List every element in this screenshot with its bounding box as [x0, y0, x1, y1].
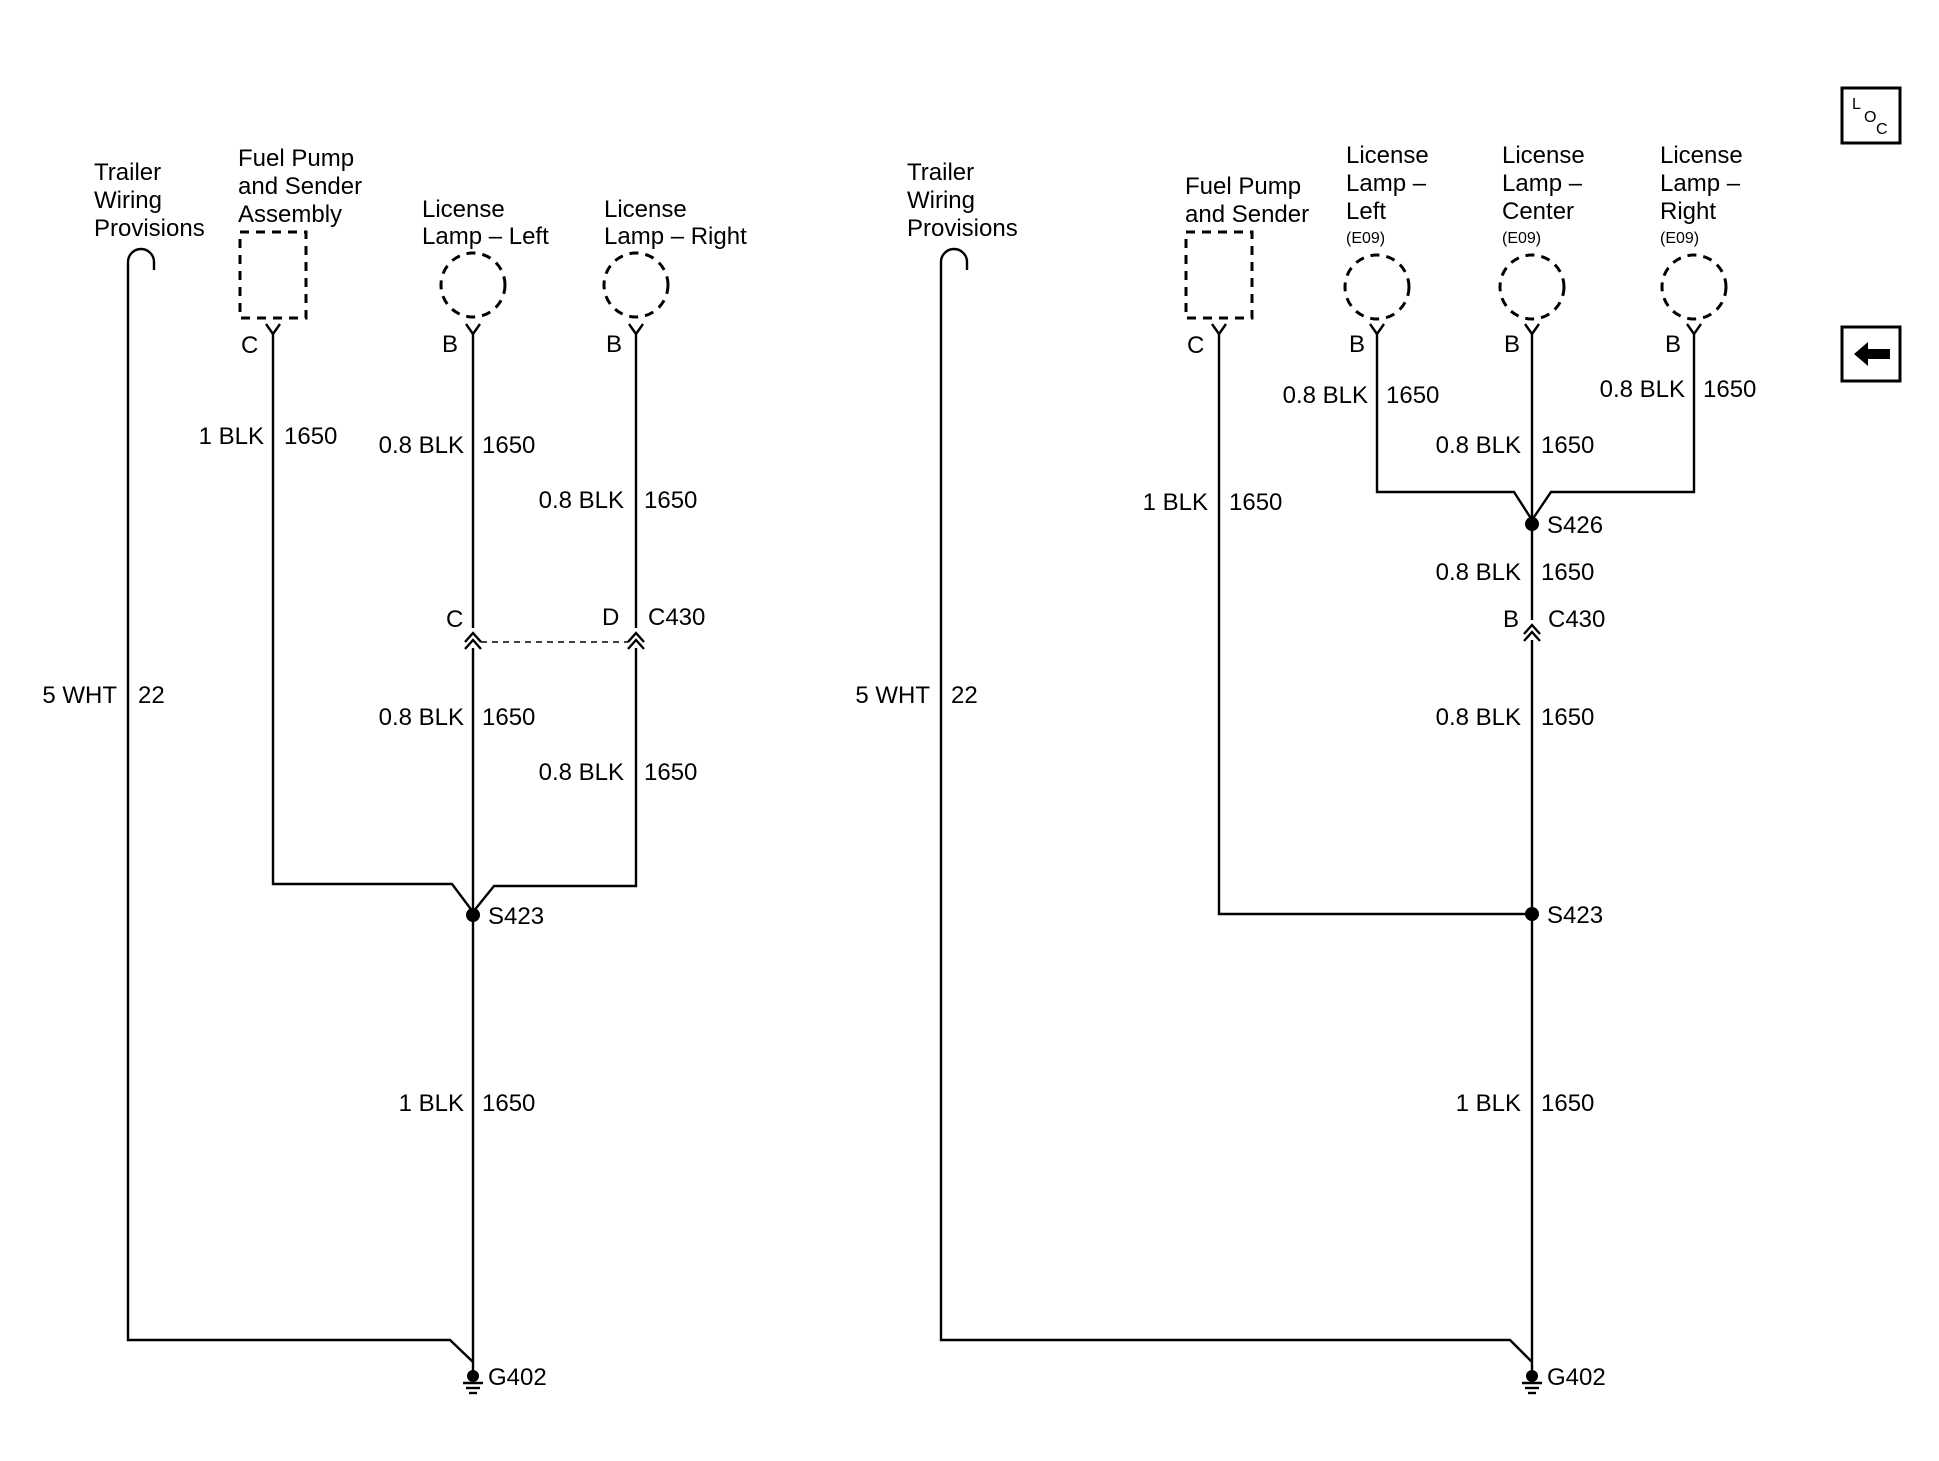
right-fuel-wire-color: 1 BLK	[1143, 489, 1208, 516]
right-lamp-right-terminal	[1686, 323, 1702, 337]
right-c430-s423-wire-color: 0.8 BLK	[1436, 704, 1521, 731]
left-trailer-label: Trailer Wiring Provisions	[94, 159, 205, 242]
left-lamp-left-pin: B	[442, 331, 458, 358]
right-fuel-wire-circuit: 1650	[1229, 489, 1282, 516]
right-lamp-right-wire-color: 0.8 BLK	[1600, 376, 1685, 403]
right-trailer-wire-circuit: 22	[951, 682, 978, 709]
right-license-lamp-center-label: License Lamp – Center	[1502, 142, 1591, 225]
left-ground-wire-circuit: 1650	[482, 1090, 535, 1117]
right-s426-c430-wire-circuit: 1650	[1541, 559, 1594, 586]
right-license-lamp-right-symbol	[1660, 253, 1728, 321]
right-s426-splice	[1525, 517, 1539, 531]
left-fuel-wire-color: 1 BLK	[199, 423, 264, 450]
right-fuel-wire	[1217, 334, 1532, 916]
left-trailer-wire-circuit: 22	[138, 682, 165, 709]
right-license-lamp-center-option: (E09)	[1502, 230, 1541, 247]
left-fuel-pump-box	[238, 230, 308, 320]
loc-letter-o: O	[1864, 109, 1876, 126]
loc-letter-c: C	[1876, 121, 1888, 138]
right-lamp-center-pin: B	[1504, 331, 1520, 358]
right-lamp-right-wire	[1531, 334, 1696, 521]
right-lamp-right-wire-circuit: 1650	[1703, 376, 1756, 403]
right-c430-s423-wire-circuit: 1650	[1541, 704, 1594, 731]
right-schematic: Trailer Wiring Provisions Fuel Pump and …	[855, 142, 1756, 1395]
left-fuel-pin: C	[241, 332, 258, 359]
left-license-lamp-right-symbol	[602, 251, 670, 319]
right-fuel-pump-box	[1184, 230, 1254, 320]
right-s423-splice	[1525, 907, 1539, 921]
right-license-lamp-right-label: License Lamp – Right	[1660, 142, 1749, 225]
right-trailer-label: Trailer Wiring Provisions	[907, 159, 1018, 242]
left-lamp-left-terminal	[465, 323, 481, 337]
left-lamp-right-terminal	[628, 323, 644, 337]
right-lamp-left-wire-circuit: 1650	[1386, 382, 1439, 409]
right-trailer-wire	[939, 272, 1533, 1363]
right-fuel-pin: C	[1187, 332, 1204, 359]
right-lamp-left-wire	[1375, 334, 1534, 521]
left-lamp-right-upper-circuit: 1650	[644, 487, 697, 514]
left-fuel-wire-circuit: 1650	[284, 423, 337, 450]
right-license-lamp-right-option: (E09)	[1660, 230, 1699, 247]
right-lamp-center-terminal	[1524, 323, 1540, 337]
loc-letter-l: L	[1852, 96, 1861, 113]
right-lamp-center-wire-color: 0.8 BLK	[1436, 432, 1521, 459]
right-license-lamp-center-symbol	[1498, 253, 1566, 321]
left-lamp-right-wire-lower	[472, 648, 638, 913]
right-ground-symbol	[1522, 1370, 1542, 1395]
loc-button[interactable]: L O C	[1840, 86, 1902, 145]
left-ground-wire-color: 1 BLK	[399, 1090, 464, 1117]
left-c430-pin-c: C	[446, 606, 463, 633]
left-c430-terminal-d	[627, 631, 645, 650]
left-lamp-right-pin: B	[606, 331, 622, 358]
left-c430-pin-d: D	[602, 604, 619, 631]
left-lamp-left-lower-circuit: 1650	[482, 704, 535, 731]
left-fuel-pump-label: Fuel Pump and Sender Assembly	[238, 145, 369, 228]
right-trailer-wire-color: 5 WHT	[855, 682, 930, 709]
right-c430-label: C430	[1548, 606, 1605, 633]
left-license-lamp-right-label: License Lamp – Right	[604, 196, 747, 250]
right-lamp-center-wire-circuit: 1650	[1541, 432, 1594, 459]
right-lamp-left-wire-color: 0.8 BLK	[1283, 382, 1368, 409]
right-trailer-hook	[939, 247, 969, 272]
left-ground-symbol	[463, 1370, 483, 1395]
right-lamp-left-terminal	[1369, 323, 1385, 337]
left-lamp-left-lower-color: 0.8 BLK	[379, 704, 464, 731]
right-g402-label: G402	[1547, 1364, 1606, 1391]
left-lamp-right-lower-circuit: 1650	[644, 759, 697, 786]
left-g402-label: G402	[488, 1364, 547, 1391]
right-license-lamp-left-option: (E09)	[1346, 230, 1385, 247]
left-s423-label: S423	[488, 903, 544, 930]
right-fuel-pump-label: Fuel Pump and Sender	[1185, 173, 1309, 228]
right-ground-wire-color: 1 BLK	[1456, 1090, 1521, 1117]
right-ground-wire-circuit: 1650	[1541, 1090, 1594, 1117]
right-license-lamp-left-symbol	[1343, 253, 1411, 321]
left-trailer-wire-color: 5 WHT	[42, 682, 117, 709]
right-lamp-left-pin: B	[1349, 331, 1365, 358]
left-lamp-left-upper-circuit: 1650	[482, 432, 535, 459]
right-c430-terminal-b	[1523, 623, 1541, 642]
left-schematic: Trailer Wiring Provisions Fuel Pump and …	[42, 145, 747, 1395]
right-s423-label: S423	[1547, 902, 1603, 929]
left-license-lamp-left-label: License Lamp – Left	[422, 196, 549, 250]
left-s423-splice	[466, 908, 480, 922]
left-trailer-hook	[126, 247, 156, 272]
left-trailer-wire	[126, 272, 474, 1363]
left-arrow-icon	[1854, 342, 1890, 366]
left-c430-label: C430	[648, 604, 705, 631]
right-fuel-terminal	[1211, 323, 1227, 337]
left-license-lamp-left-symbol	[439, 251, 507, 319]
back-button[interactable]	[1840, 325, 1902, 383]
left-lamp-right-upper-color: 0.8 BLK	[539, 487, 624, 514]
left-fuel-wire	[271, 334, 474, 913]
right-c430-pin-b: B	[1503, 606, 1519, 633]
right-s426-label: S426	[1547, 512, 1603, 539]
left-lamp-right-lower-color: 0.8 BLK	[539, 759, 624, 786]
right-lamp-right-pin: B	[1665, 331, 1681, 358]
right-license-lamp-left-label: License Lamp – Left	[1346, 142, 1435, 225]
left-lamp-left-upper-color: 0.8 BLK	[379, 432, 464, 459]
left-fuel-terminal	[265, 323, 281, 337]
right-s426-c430-wire-color: 0.8 BLK	[1436, 559, 1521, 586]
left-c430-terminal-c	[464, 631, 482, 650]
